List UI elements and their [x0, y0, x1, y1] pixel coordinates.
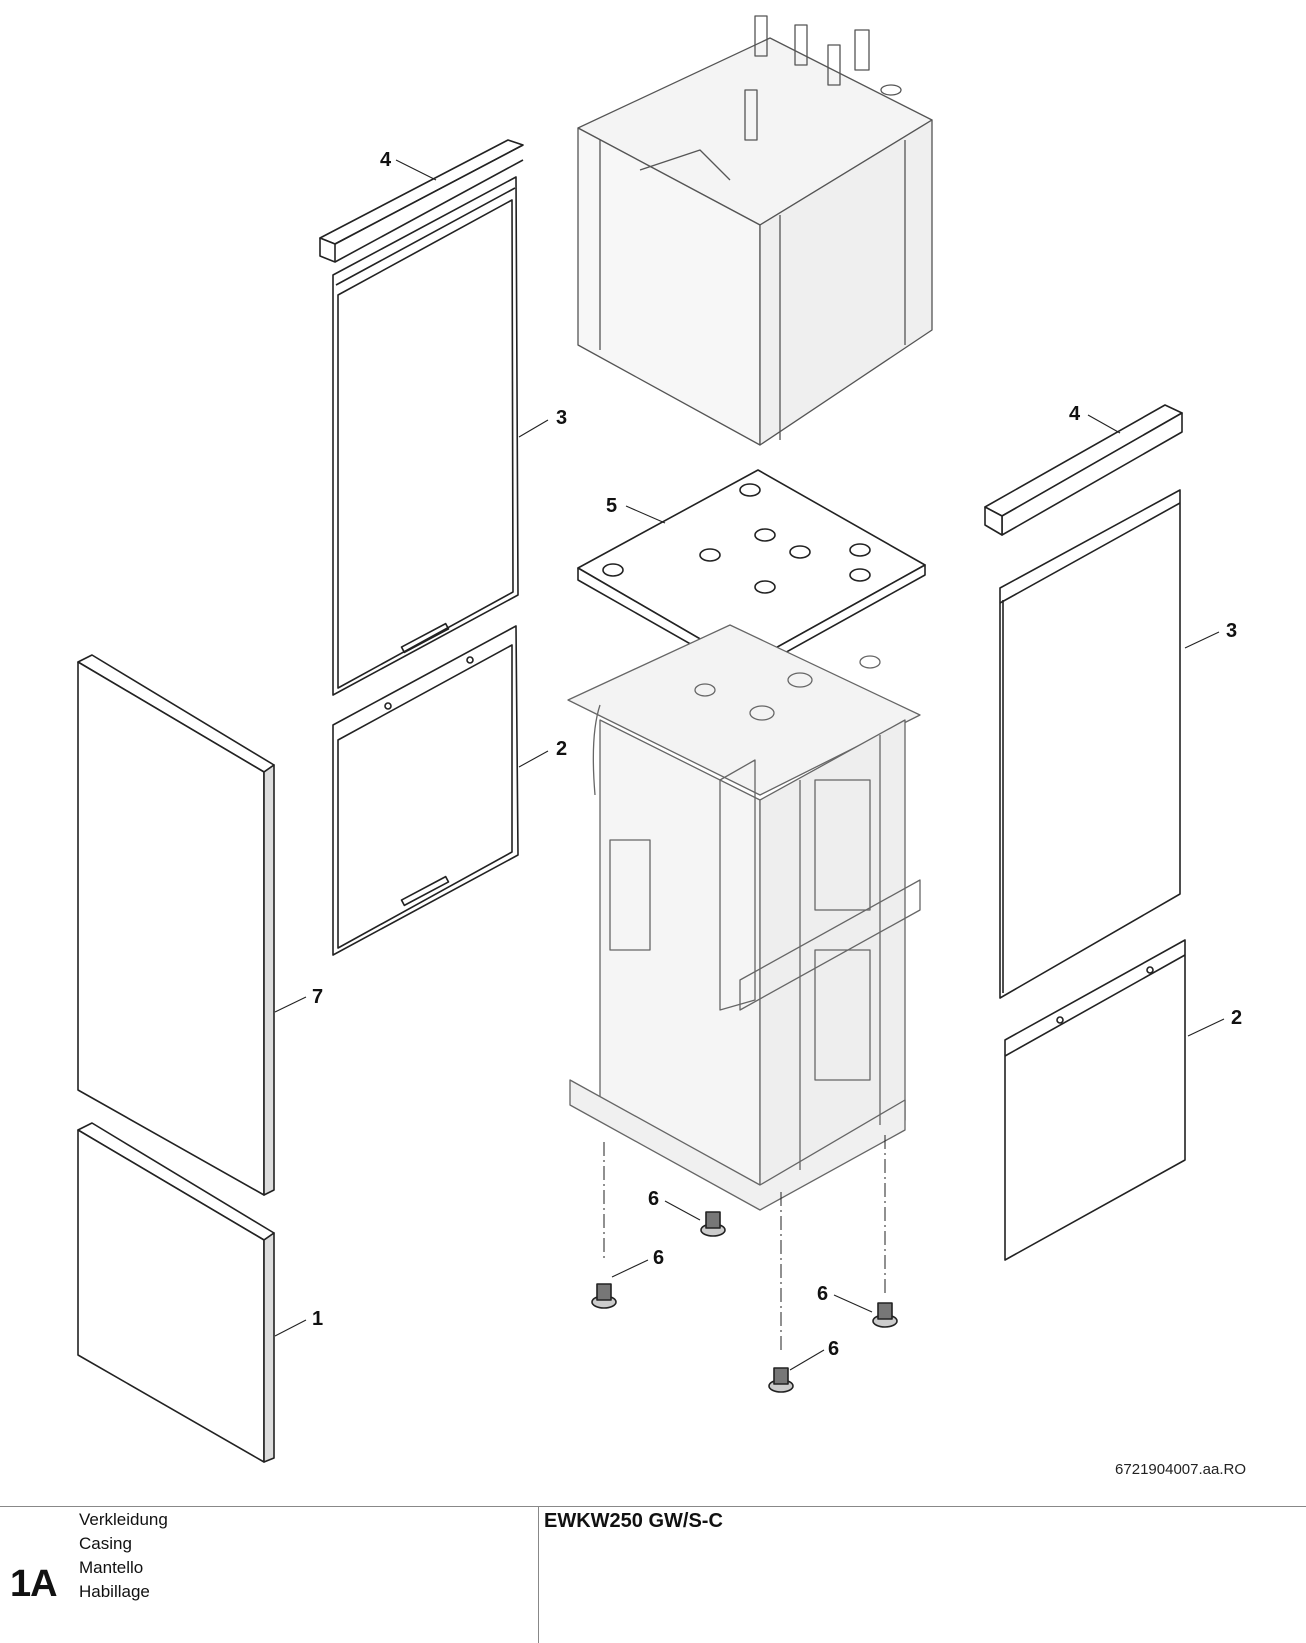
- part-4-right-top-trim: [984, 404, 1183, 536]
- part-7-side-panel: [77, 654, 275, 1196]
- callout-6d: 6: [828, 1338, 839, 1360]
- model-name: EWKW250 GW/S-C: [544, 1510, 723, 1532]
- part-6-feet: [591, 1135, 898, 1393]
- part-3-right-upper-panel: [999, 489, 1181, 999]
- foot-6a: [700, 1211, 726, 1237]
- callout-3-left: 3: [556, 407, 567, 429]
- foot-6d: [768, 1367, 794, 1393]
- upper-unit-assembly: [577, 15, 933, 446]
- main-unit-body: [567, 624, 921, 1211]
- callout-4-left: 4: [380, 149, 392, 171]
- part-4-left-top-trim: [319, 139, 524, 263]
- drawing-reference-code: 6721904007.aa.RO: [1115, 1461, 1246, 1478]
- title-en: Casing: [79, 1534, 132, 1553]
- callout-6b: 6: [653, 1247, 664, 1269]
- foot-6b: [591, 1283, 617, 1309]
- part-3-left-upper-frame: [332, 176, 519, 696]
- callout-5: 5: [606, 495, 617, 517]
- callout-leaders: [274, 159, 1225, 1371]
- callout-2-right: 2: [1231, 1007, 1242, 1029]
- callout-6a: 6: [648, 1188, 659, 1210]
- footer-rule: [0, 1506, 1306, 1507]
- callout-2-left: 2: [556, 738, 567, 760]
- title-it: Mantello: [79, 1558, 144, 1577]
- callout-4-right: 4: [1069, 403, 1081, 425]
- part-1-lower-side-panel: [77, 1122, 275, 1463]
- callout-7: 7: [312, 986, 323, 1008]
- exploded-view-drawing: 4 3 2 7 1 5 6 6 6 6 4 3 2: [77, 15, 1242, 1463]
- callout-1: 1: [312, 1308, 323, 1330]
- callout-6c: 6: [817, 1283, 828, 1305]
- part-2-right-lower-panel: [1004, 939, 1186, 1261]
- section-titles: Verkleidung Casing Mantello Habillage: [79, 1508, 168, 1604]
- part-2-left-lower-frame: [332, 625, 519, 956]
- foot-6c: [872, 1302, 898, 1328]
- callout-3-right: 3: [1226, 620, 1237, 642]
- sheet-number: 1A: [10, 1563, 58, 1605]
- title-de: Verkleidung: [79, 1510, 168, 1529]
- title-fr: Habillage: [79, 1582, 150, 1601]
- footer-divider: [538, 1506, 539, 1643]
